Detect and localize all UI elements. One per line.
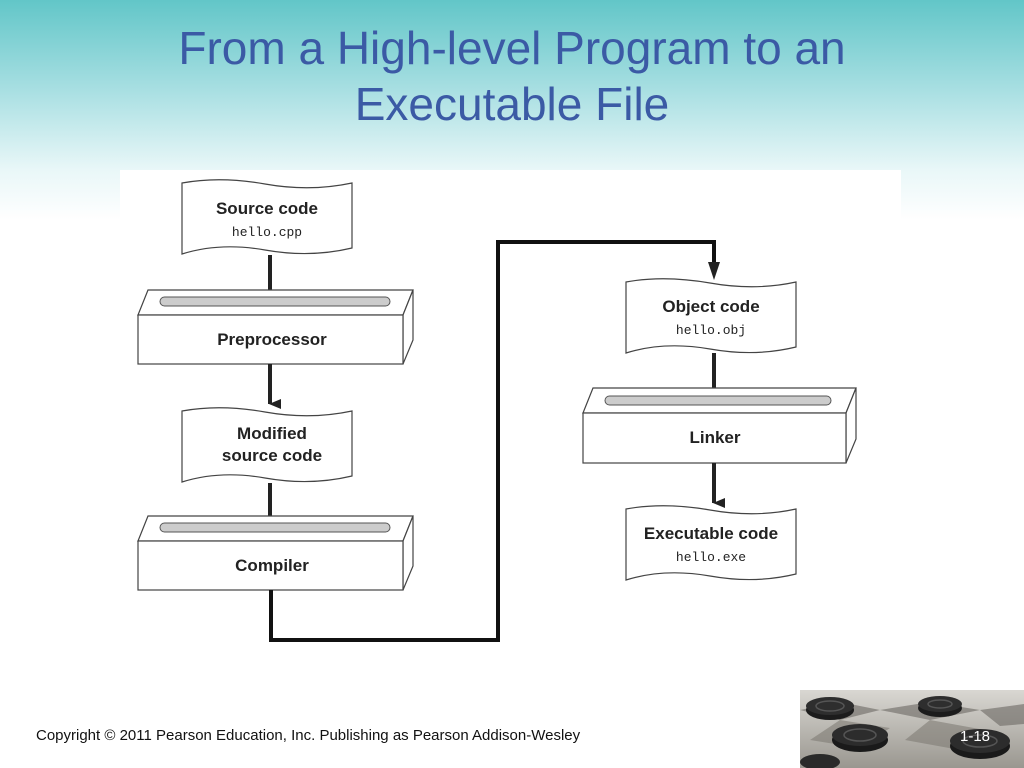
linker-label: Linker (689, 428, 740, 447)
object-code-filename: hello.obj (676, 323, 746, 338)
copyright-footer: Copyright © 2011 Pearson Education, Inc.… (36, 727, 580, 744)
compiler-label: Compiler (235, 556, 309, 575)
source-code-filename: hello.cpp (232, 225, 302, 240)
preprocessor-box: Preprocessor (138, 290, 413, 364)
compiler-box: Compiler (138, 516, 413, 590)
source-code-title: Source code (216, 199, 318, 218)
modified-source-document: Modified source code (182, 408, 352, 482)
executable-code-title: Executable code (644, 524, 778, 543)
linker-box: Linker (583, 388, 856, 463)
modified-title-line1: Modified (237, 424, 307, 443)
source-code-document: Source code hello.cpp (182, 180, 352, 254)
slide-number: 1-18 (960, 728, 990, 745)
executable-code-document: Executable code hello.exe (626, 506, 796, 580)
checkers-board-image (800, 690, 1024, 768)
preprocessor-label: Preprocessor (217, 330, 327, 349)
modified-title-line2: source code (222, 446, 322, 465)
object-code-document: Object code hello.obj (626, 279, 796, 353)
object-code-title: Object code (662, 297, 759, 316)
executable-code-filename: hello.exe (676, 550, 746, 565)
arrowhead-object (708, 262, 720, 280)
